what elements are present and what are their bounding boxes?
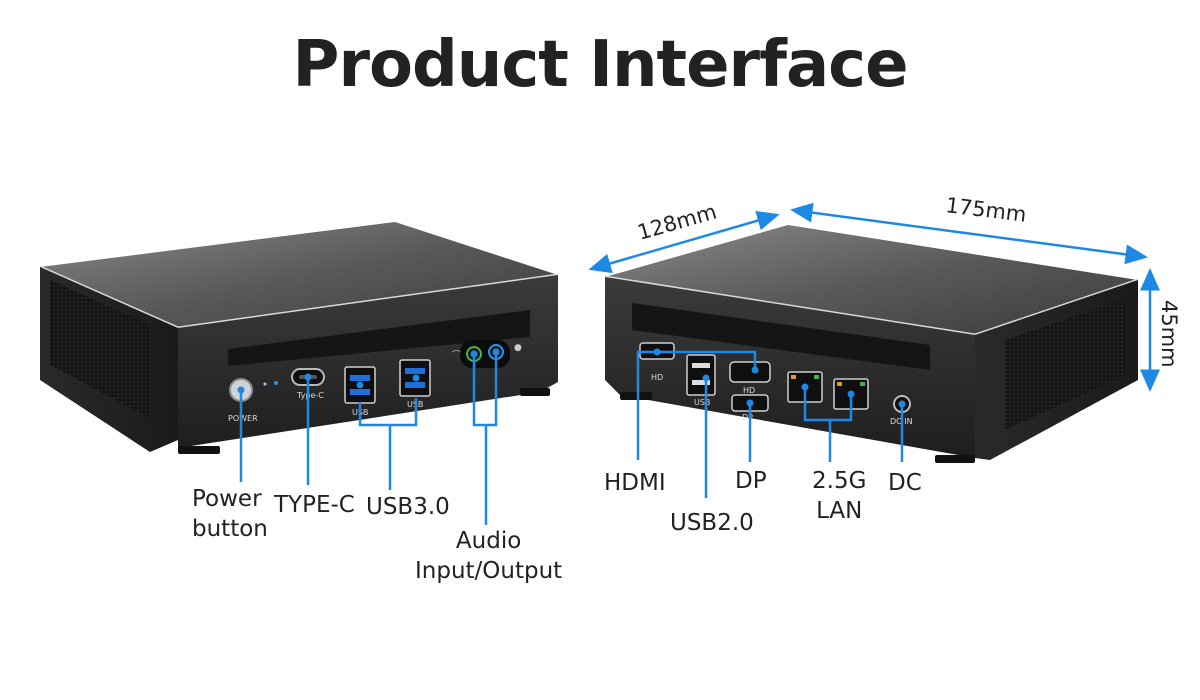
- callout-audio-line1: Audio: [455, 528, 522, 554]
- dimension-depth: 128mm: [635, 199, 719, 244]
- front-unit: ⌒ ●: [39, 222, 559, 454]
- hd-right-port-label: HD: [743, 386, 755, 395]
- callout-dp: DP: [735, 468, 767, 494]
- hdmi-right-port-graphic: [729, 361, 771, 383]
- front-face: [178, 275, 558, 448]
- dimension-arrows: [588, 202, 1160, 392]
- callout-usb30: USB3.0: [366, 494, 450, 520]
- callout-audio-line2: Input/Output: [415, 558, 563, 584]
- dimension-height: 45mm: [1157, 300, 1181, 368]
- power-port-label: POWER: [228, 414, 258, 423]
- callout-audio: Audio Input/Output: [415, 526, 562, 586]
- svg-text:⌒: ⌒: [452, 350, 461, 361]
- callout-lan-line1: 2.5G: [812, 468, 867, 494]
- callout-lan-line2: LAN: [816, 498, 863, 524]
- callout-power-button: Power button: [192, 484, 268, 544]
- callout-lan: 2.5G LAN: [812, 466, 866, 526]
- callout-typec: TYPE-C: [274, 492, 355, 518]
- dp-port-label: DP: [742, 413, 753, 422]
- back-callout-lines: [636, 350, 904, 498]
- dimension-width: 175mm: [944, 193, 1027, 227]
- callout-hdmi: HDMI: [604, 470, 666, 496]
- front-top-plate: [40, 222, 558, 328]
- page-title: Product Interface: [292, 28, 909, 102]
- front-callout-dots: [237, 348, 500, 394]
- usb2-port-label: USB: [694, 398, 710, 407]
- svg-text:●: ●: [514, 343, 522, 353]
- hd-left-port-label: HD: [651, 373, 663, 382]
- callout-power-line1: Power: [192, 486, 262, 512]
- typec-port-label: Type-C: [296, 391, 324, 400]
- callout-power-line2: button: [192, 516, 268, 542]
- back-callout-dots: [653, 348, 906, 408]
- callout-usb20: USB2.0: [670, 510, 754, 536]
- callout-dc: DC: [888, 470, 922, 496]
- back-unit: [604, 225, 1139, 463]
- front-callout-lines: [239, 352, 498, 525]
